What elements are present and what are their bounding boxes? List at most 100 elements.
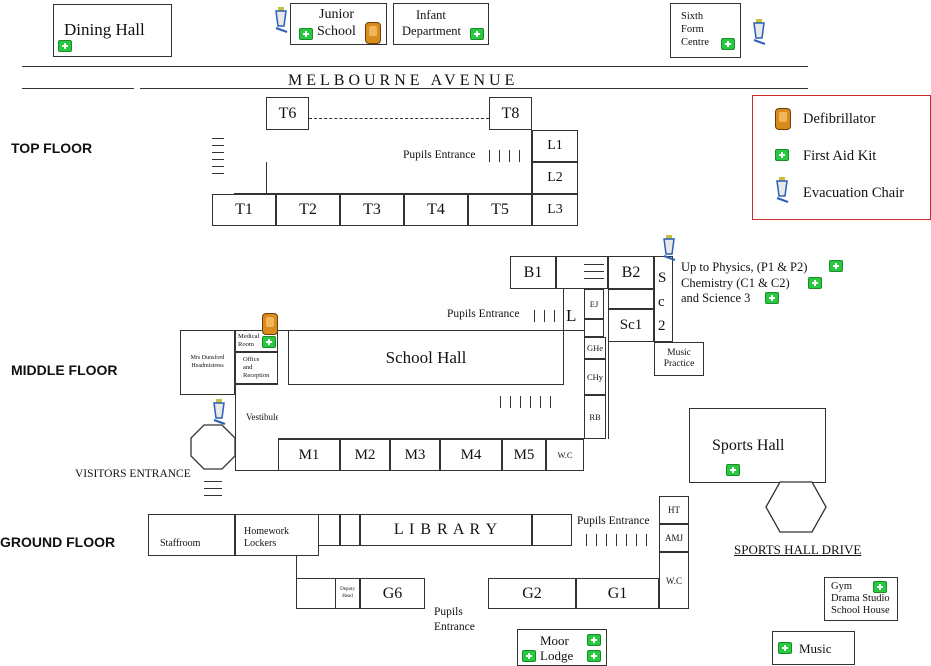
- room-ej: EJ: [584, 289, 604, 319]
- room-b1: B1: [510, 256, 556, 289]
- visitors-entrance-octagon: [190, 424, 236, 470]
- middle-floor-label: MIDDLE FLOOR: [11, 362, 118, 378]
- first-aid-kit-icon: [522, 650, 536, 662]
- room-t4-label: T4: [427, 201, 445, 218]
- moor-lodge-line1: Moor: [540, 633, 569, 648]
- stairs-visitors-entrance: [204, 481, 222, 502]
- vestibule-label: Vestibule: [246, 412, 280, 422]
- legend-defibrillator-label: Defibrillator: [803, 111, 876, 127]
- ground-wc: W.C: [659, 552, 689, 609]
- room-rb: RB: [584, 395, 606, 439]
- room-t2-label: T2: [299, 201, 317, 218]
- first-aid-kit-icon: [470, 28, 484, 40]
- ground-corridor-top: [296, 578, 335, 579]
- room-sc1-label: Sc1: [619, 317, 643, 333]
- room-t5: T5: [468, 194, 532, 226]
- sixth-form-line2: Form: [681, 24, 704, 35]
- evacuation-chair-icon: [663, 235, 676, 261]
- first-aid-kit-icon: [58, 40, 72, 52]
- top-corridor-dashed: [309, 118, 489, 119]
- room-g2: G2: [488, 578, 576, 609]
- room-m5-label: M5: [513, 446, 535, 463]
- science-lobby: [608, 289, 654, 309]
- first-aid-kit-icon: [587, 650, 601, 662]
- room-t1-label: T1: [235, 201, 253, 218]
- headmistress-office: Mrs Dunsford Headmistress: [180, 330, 235, 395]
- stairs-top-floor: [212, 138, 224, 180]
- room-t8: T8: [489, 97, 532, 130]
- music-building: Music: [772, 631, 855, 665]
- room-t1: T1: [212, 194, 276, 226]
- staffroom: Staffroom: [148, 514, 235, 556]
- moor-lodge: Moor Lodge: [517, 629, 607, 666]
- defibrillator-icon: [262, 313, 278, 335]
- homework-lockers: Homework Lockers: [235, 514, 319, 556]
- room-ej-label: EJ: [589, 299, 599, 309]
- sc2-letter-s: S: [658, 270, 667, 286]
- sc2-digit-2: 2: [658, 318, 666, 334]
- room-t8-label: T8: [501, 104, 520, 122]
- homework-lockers-line1: Homework: [244, 526, 289, 537]
- room-g1-label: G1: [607, 584, 628, 602]
- room-m3-label: M3: [404, 446, 426, 463]
- stair-tick: [520, 396, 521, 408]
- room-g1: G1: [576, 578, 659, 609]
- room-ghe-label: GHe: [586, 343, 604, 353]
- deputy-head-office: Deputy Head: [335, 578, 360, 609]
- headmistress-line2: Headmistress: [191, 362, 224, 369]
- legend-evacuation-chair-label: Evacuation Chair: [803, 185, 905, 201]
- sports-hall-drive-label: SPORTS HALL DRIVE: [734, 542, 862, 557]
- staffroom-label: Staffroom: [160, 538, 201, 549]
- deputy-head-line1: Deputy: [340, 587, 355, 592]
- science-note-line3: and Science 3: [681, 291, 751, 305]
- science-corridor: [556, 256, 608, 289]
- room-b2-label: B2: [621, 263, 641, 281]
- legend-first-aid-label: First Aid Kit: [803, 148, 877, 164]
- entrance-tick: [534, 310, 535, 322]
- ground-pupils-entrance-line2: Entrance: [434, 621, 475, 633]
- music-practice-room: Music Practice: [654, 342, 704, 376]
- office-line1: Office: [243, 356, 260, 363]
- room-m2: M2: [340, 439, 390, 471]
- junior-school-building: Junior School: [290, 3, 387, 45]
- room-g6: G6: [360, 578, 425, 609]
- junior-school-line1: Junior: [319, 7, 354, 22]
- moor-lodge-line2: Lodge: [540, 648, 574, 663]
- room-m5: M5: [502, 439, 546, 471]
- sports-hall-entrance-hexagon: [765, 481, 827, 533]
- entrance-tick: [586, 534, 587, 546]
- room-t5-label: T5: [491, 201, 509, 218]
- ground-pupils-entrance-right: Pupils Entrance: [577, 515, 650, 527]
- top-floor-label: TOP FLOOR: [11, 140, 93, 156]
- medical-room-line1: Medical: [238, 333, 260, 340]
- evacuation-chair-icon: [275, 7, 288, 33]
- top-floor-core: [234, 130, 532, 194]
- music-practice-line2: Practice: [663, 359, 695, 369]
- ground-link: [319, 514, 340, 546]
- homework-lockers-line2: Lockers: [244, 538, 277, 549]
- music-practice-line1: Music: [667, 347, 691, 358]
- evacuation-chair-icon: [753, 19, 766, 45]
- defibrillator-icon: [365, 22, 381, 44]
- top-pupils-entrance-label: Pupils Entrance: [403, 149, 476, 161]
- road-line-top: [22, 66, 808, 67]
- science-stair-box: [584, 319, 604, 337]
- first-aid-kit-icon: [726, 464, 740, 476]
- library-left-annex: [340, 514, 360, 546]
- entrance-tick: [636, 534, 637, 546]
- ground-pupils-entrance-line1: Pupils: [434, 606, 463, 618]
- junior-school-line2: School: [317, 24, 356, 39]
- middle-pupils-entrance-label: Pupils Entrance: [447, 308, 520, 320]
- entrance-tick: [544, 310, 545, 322]
- entrance-tick: [499, 150, 500, 162]
- entrance-tick: [596, 534, 597, 546]
- science-note-line1: Up to Physics, (P1 & P2): [681, 260, 808, 274]
- room-b1-label: B1: [523, 263, 543, 281]
- gym-label: Gym: [831, 581, 852, 592]
- ground-wc-label: W.C: [666, 575, 682, 586]
- medical-room-line2: Room: [238, 341, 254, 348]
- road-line-bottom-right: [140, 88, 808, 89]
- entrance-tick: [606, 534, 607, 546]
- legend: Defibrillator First Aid Kit Evacuation C…: [752, 95, 931, 220]
- medical-room: Medical Room: [235, 330, 278, 352]
